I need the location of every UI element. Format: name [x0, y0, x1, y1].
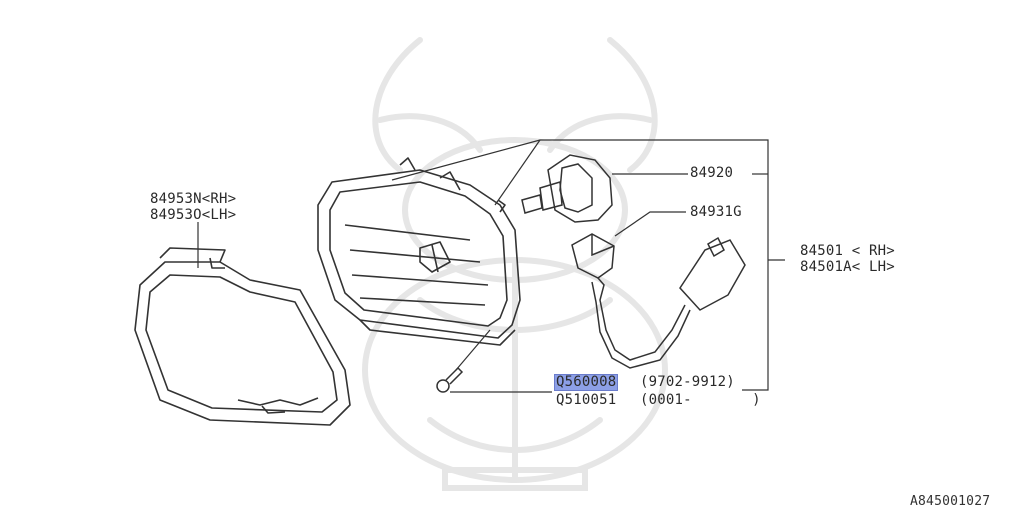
- screw-drawing: [436, 366, 464, 393]
- part-label-bezel-rh[interactable]: 84953N<RH>: [150, 191, 237, 207]
- part-label-bezel-lh[interactable]: 84953O<LH>: [150, 207, 237, 223]
- socket-harness-drawing: [571, 233, 746, 369]
- part-range-screw-highlighted: (9702-9912): [640, 374, 735, 390]
- leader-screw-to-lamp: [455, 329, 491, 371]
- watermark-emblem: [362, 37, 668, 491]
- part-label-assembly-rh[interactable]: 84501 < RH>: [800, 243, 895, 259]
- assembly-outline-lines: [391, 139, 785, 391]
- part-range-screw-alt: (0001- ): [640, 392, 761, 408]
- leader-socket: [614, 211, 686, 237]
- part-label-bulb[interactable]: 84920: [690, 165, 734, 181]
- part-label-socket[interactable]: 84931G: [690, 204, 742, 220]
- lamp-housing-drawing: [317, 157, 521, 346]
- part-label-assembly-lh[interactable]: 84501A< LH>: [800, 259, 895, 275]
- bezel-drawing: [134, 247, 351, 426]
- bulb-drawing: [521, 154, 613, 223]
- part-label-screw-highlighted[interactable]: Q560008: [553, 374, 619, 391]
- diagram-id: A845001027: [910, 494, 991, 509]
- part-label-screw-alt[interactable]: Q510051: [556, 392, 617, 408]
